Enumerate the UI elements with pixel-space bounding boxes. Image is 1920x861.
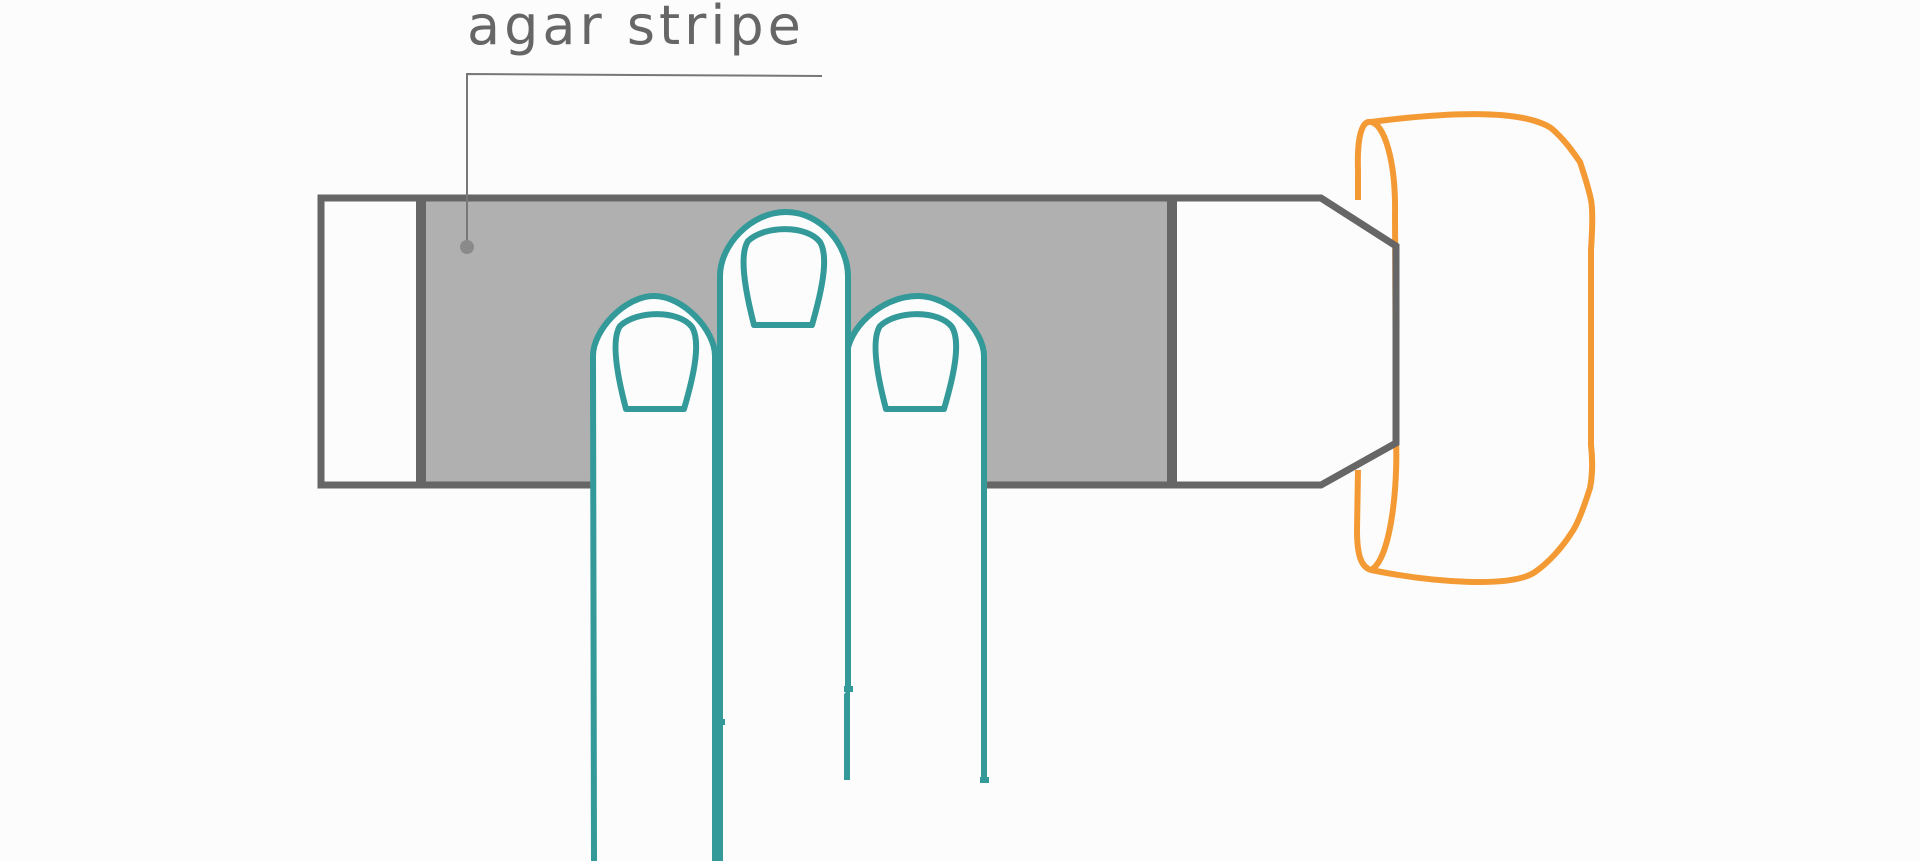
leader-dot — [460, 240, 474, 254]
leader-line — [466, 72, 823, 247]
fingernail-middle — [740, 226, 828, 328]
finger-middle — [717, 209, 851, 861]
cap-outline — [1354, 111, 1596, 586]
cap-body — [1370, 111, 1596, 586]
cap-left-rim — [1354, 119, 1400, 573]
label-leader — [460, 72, 823, 254]
fingernail-right — [872, 311, 960, 412]
fingernail-left — [612, 311, 700, 412]
finger-right — [844, 293, 987, 780]
hand-fingers — [590, 209, 989, 861]
slide-frame — [317, 194, 1400, 489]
agar-stripe-label: agar stripe — [467, 0, 805, 57]
frame-outline — [317, 194, 1400, 489]
finger-left — [590, 293, 718, 861]
